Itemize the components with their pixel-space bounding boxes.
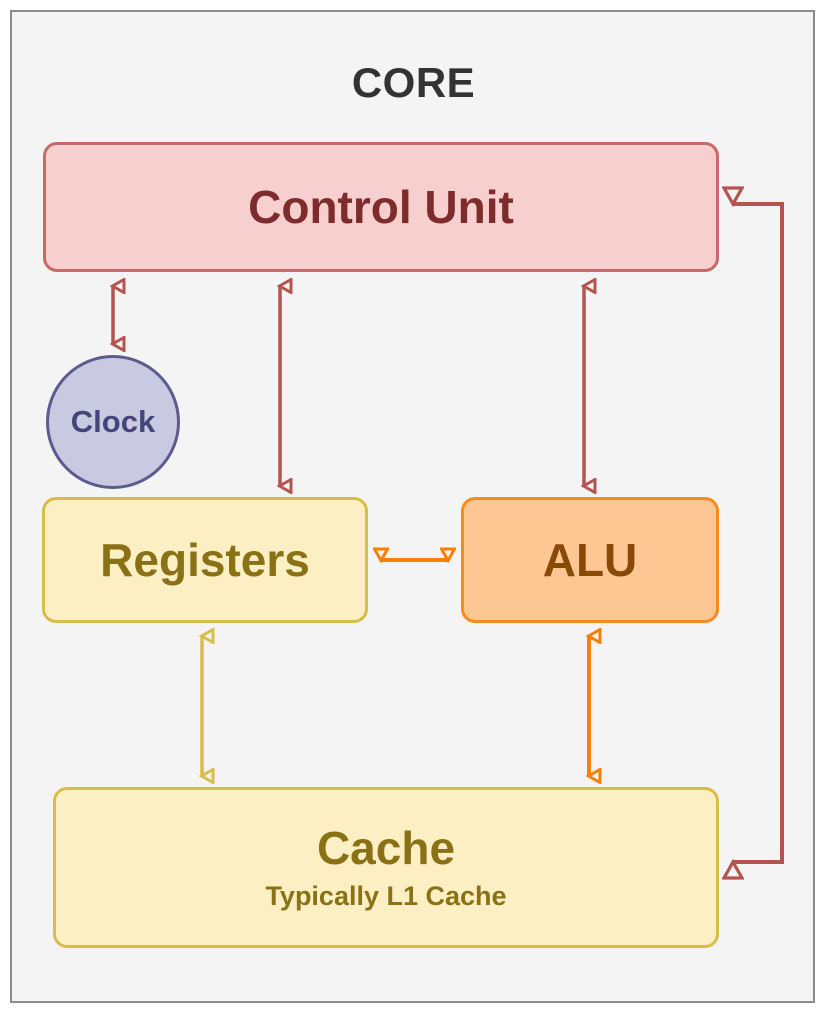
alu-label: ALU: [542, 533, 638, 586]
cache-label: Cache: [316, 821, 456, 874]
cache-sublabel: Typically L1 Cache: [265, 880, 507, 911]
clock-label: Clock: [70, 403, 156, 439]
node-alu[interactable]: ALU: [461, 497, 719, 623]
control-unit-label: Control Unit: [248, 180, 514, 233]
page-title: CORE: [351, 59, 476, 106]
registers-label: Registers: [100, 533, 310, 586]
node-control-unit[interactable]: Control Unit: [43, 142, 719, 272]
node-clock[interactable]: Clock: [46, 355, 180, 489]
node-registers[interactable]: Registers: [42, 497, 368, 623]
node-cache[interactable]: Cache Typically L1 Cache: [53, 787, 719, 948]
